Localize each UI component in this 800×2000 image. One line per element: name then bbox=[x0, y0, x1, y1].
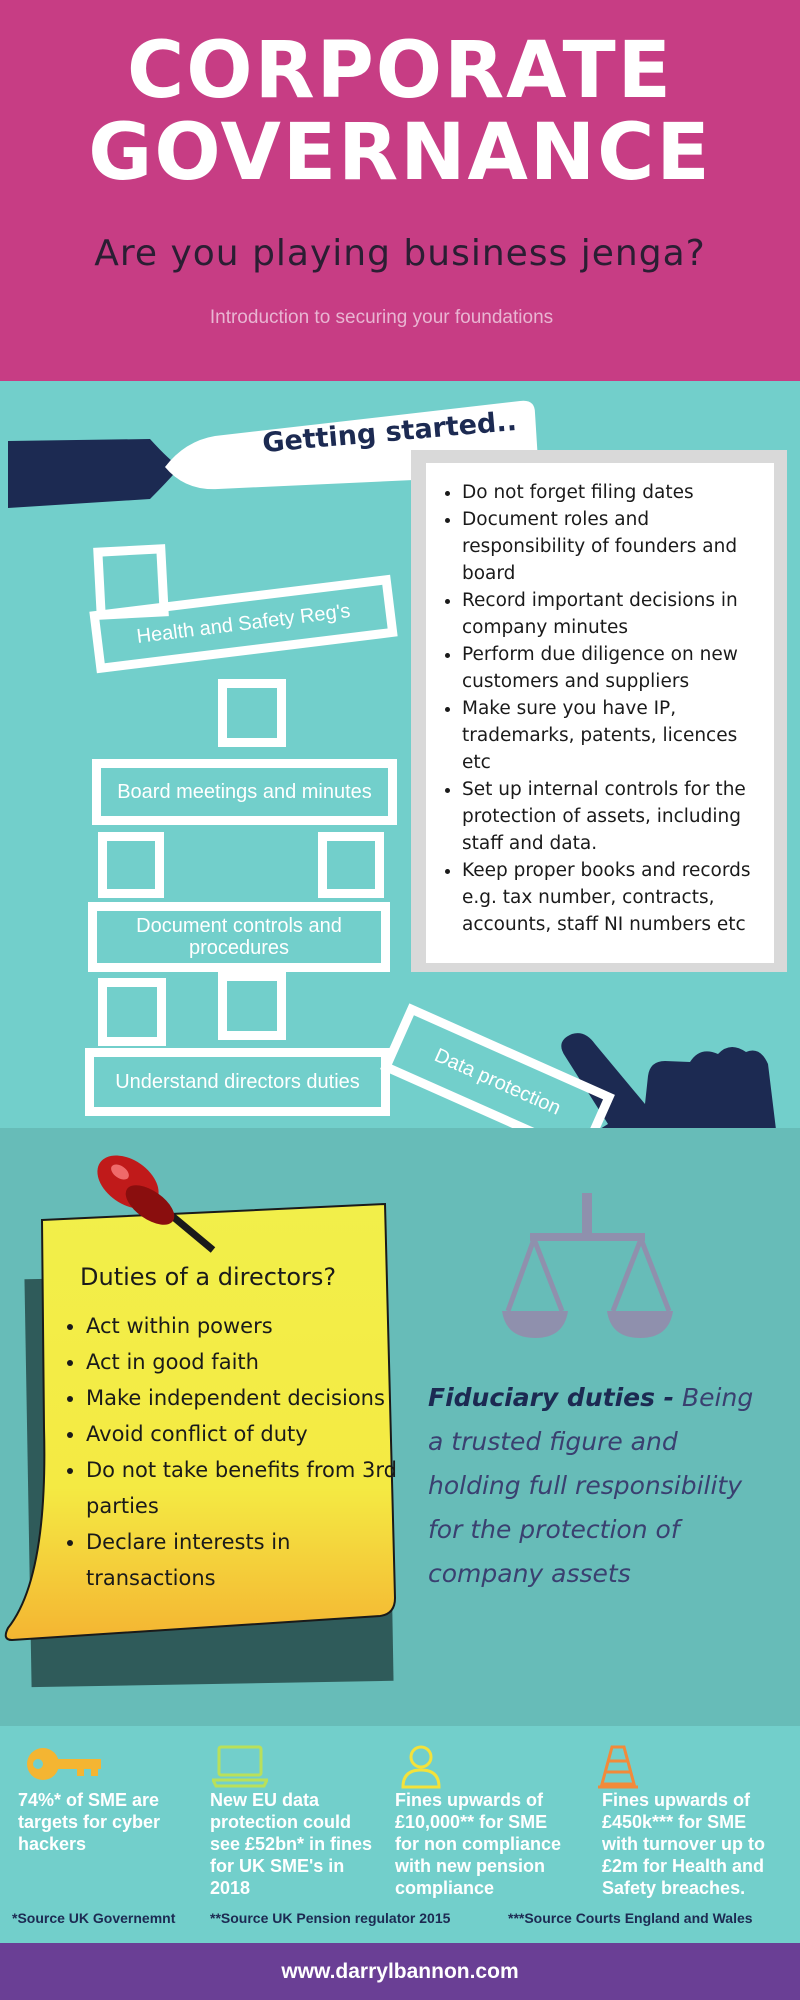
intro-text: Introduction to securing your foundation… bbox=[209, 307, 554, 328]
stat-eu-data-protection: New EU data protection could see £52bn* … bbox=[210, 1790, 373, 1898]
duty-item: Make independent decisions bbox=[86, 1380, 416, 1416]
checklist-item: Set up internal controls for the protect… bbox=[462, 776, 756, 857]
directors-title: Duties of a directors? bbox=[80, 1263, 337, 1291]
checklist-item: Document roles and responsibility of fou… bbox=[462, 506, 756, 587]
checklist-item: Make sure you have IP, trademarks, paten… bbox=[462, 695, 756, 776]
stats-section: 74%* of SME are targets for cyber hacker… bbox=[0, 1726, 800, 1941]
duty-item: Act in good faith bbox=[86, 1344, 416, 1380]
page-title: CORPORATE GOVERNANCE bbox=[0, 30, 800, 194]
checklist-item: Do not forget filing dates bbox=[462, 479, 756, 506]
duty-item: Avoid conflict of duty bbox=[86, 1416, 416, 1452]
stat-health-safety: Fines upwards of £450k*** for SME with t… bbox=[602, 1790, 765, 1898]
source-item: ***Source Courts England and Wales bbox=[508, 1910, 753, 1926]
jenga-block-square bbox=[98, 832, 164, 898]
duty-item: Declare interests in transactions bbox=[86, 1524, 416, 1596]
block-board-meetings: Board meetings and minutes bbox=[92, 759, 397, 825]
stat-cyber-hackers: 74%* of SME are targets for cyber hacker… bbox=[18, 1790, 161, 1854]
jenga-block-square bbox=[218, 972, 286, 1040]
block-directors-duties: Understand directors duties bbox=[85, 1048, 390, 1116]
checklist-panel: Do not forget filing dates Document role… bbox=[426, 463, 774, 963]
block-document-controls: Document controls and procedures bbox=[88, 902, 390, 972]
checklist-item: Perform due diligence on new customers a… bbox=[462, 641, 756, 695]
jenga-block-square bbox=[218, 679, 286, 747]
getting-started-section: Getting started.. Health and Safety Reg'… bbox=[0, 381, 800, 1205]
jenga-block-square bbox=[318, 832, 384, 898]
stat-pension-compliance: Fines upwards of £10,000** for SME for n… bbox=[395, 1790, 562, 1898]
page-subtitle: Are you playing business jenga? bbox=[94, 233, 706, 274]
header-banner: CORPORATE GOVERNANCE Are you playing bus… bbox=[0, 0, 800, 381]
directors-section: Duties of a directors? Act within powers… bbox=[0, 1128, 800, 1726]
key-icon bbox=[27, 1748, 101, 1780]
sticky-note bbox=[4, 1202, 397, 1642]
person-icon bbox=[401, 1745, 441, 1789]
duty-item: Do not take benefits from 3rd parties bbox=[86, 1452, 416, 1524]
source-item: *Source UK Governemnt bbox=[12, 1910, 176, 1926]
laptop-icon bbox=[212, 1745, 268, 1788]
duty-item: Act within powers bbox=[86, 1308, 416, 1344]
scales-icon bbox=[502, 1193, 673, 1338]
traffic-cone-icon bbox=[598, 1745, 638, 1789]
footer-bar: www.darrylbannon.com bbox=[0, 1943, 800, 2000]
source-item: **Source UK Pension regulator 2015 bbox=[210, 1910, 451, 1926]
footer-url[interactable]: www.darrylbannon.com bbox=[281, 1960, 519, 1983]
pushpin-icon bbox=[97, 1155, 216, 1253]
checklist-item: Keep proper books and records e.g. tax n… bbox=[462, 857, 756, 938]
fiduciary-duties-text: Fiduciary duties - Being a trusted figur… bbox=[428, 1376, 773, 1596]
jenga-block-square bbox=[98, 978, 166, 1046]
fiduciary-label: Fiduciary duties - bbox=[428, 1383, 675, 1412]
duties-list: Act within powers Act in good faith Make… bbox=[64, 1308, 416, 1596]
fiduciary-description: Being a trusted figure and holding full … bbox=[428, 1383, 754, 1588]
title-line-2: GOVERNANCE bbox=[88, 108, 712, 198]
checklist-item: Record important decisions in company mi… bbox=[462, 587, 756, 641]
title-line-1: CORPORATE bbox=[127, 26, 673, 116]
